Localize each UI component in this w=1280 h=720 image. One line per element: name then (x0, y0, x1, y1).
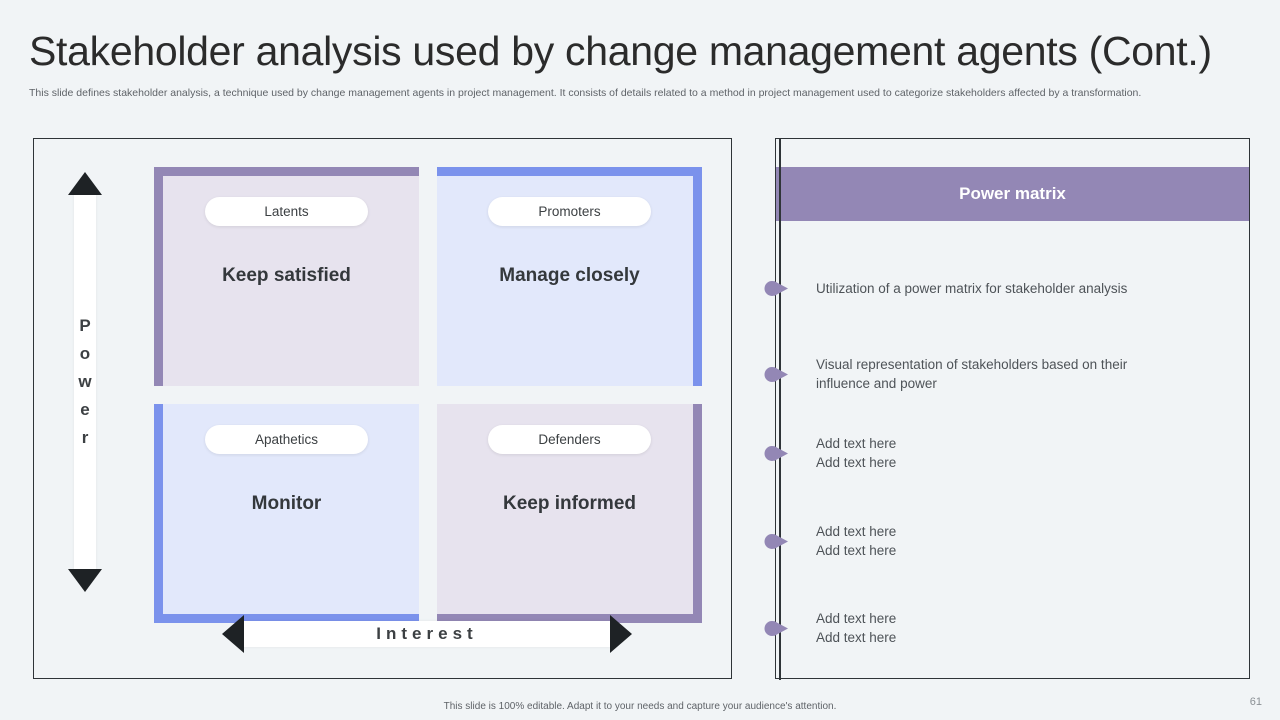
list-item-text: Visual representation of stakeholders ba… (816, 355, 1127, 393)
arrow-bullet-icon (764, 445, 790, 462)
power-axis-bar: P o w e r (74, 195, 96, 569)
arrow-right-icon (610, 615, 632, 653)
footer-note: This slide is 100% editable. Adapt it to… (443, 701, 837, 712)
list-item-line: Add text here (816, 524, 897, 539)
quadrant-promoters[interactable]: Promoters Manage closely (437, 167, 702, 386)
quadrant-latents[interactable]: Latents Keep satisfied (154, 167, 419, 386)
list-item-text: Add text here Add text here (816, 609, 896, 647)
page-subtitle: This slide defines stakeholder analysis,… (29, 87, 1142, 99)
list-item[interactable]: Visual representation of stakeholders ba… (764, 355, 1127, 393)
page-number: 61 (1249, 696, 1262, 708)
power-interest-matrix-panel: P o w e r Latents Keep satisfied Promote… (33, 138, 732, 679)
arrow-bullet-icon (764, 366, 790, 383)
arrow-left-icon (222, 615, 244, 653)
quadrant-tag: Apathetics (205, 425, 368, 454)
quadrant-tag: Promoters (488, 197, 651, 226)
arrow-bullet-icon (764, 533, 790, 550)
list-item-text: Add text here Add text here (816, 522, 896, 560)
arrow-down-icon (68, 569, 102, 592)
arrow-bullet-icon (764, 620, 790, 637)
arrow-up-icon (68, 172, 102, 195)
list-item[interactable]: Utilization of a power matrix for stakeh… (764, 279, 1127, 298)
page-title: Stakeholder analysis used by change mana… (29, 28, 1212, 74)
list-item-line: Add text here (816, 543, 897, 558)
quadrant-action: Monitor (251, 493, 322, 514)
list-item[interactable]: Add text here Add text here (764, 522, 896, 560)
bullet-list: Utilization of a power matrix for stakeh… (764, 257, 1235, 668)
power-matrix-notes-panel: Power matrix Utilization of a power matr… (764, 138, 1250, 680)
list-item-line: influence and power (816, 376, 937, 391)
list-item-line: Add text here (816, 455, 897, 470)
power-axis: P o w e r (68, 172, 102, 592)
arrow-bullet-icon (764, 280, 790, 297)
list-item-line: Visual representation of stakeholders ba… (816, 357, 1128, 372)
quadrant-tag: Defenders (488, 425, 651, 454)
quadrant-apathetics[interactable]: Apathetics Monitor (154, 404, 419, 623)
list-item-line: Add text here (816, 611, 897, 626)
power-axis-letter: w (78, 372, 92, 391)
list-item-text: Utilization of a power matrix for stakeh… (816, 279, 1127, 298)
quadrant-action: Keep satisfied (222, 265, 351, 286)
list-item[interactable]: Add text here Add text here (764, 434, 896, 472)
timeline-divider (779, 139, 781, 680)
power-axis-letter: o (79, 344, 91, 363)
list-item-line: Add text here (816, 630, 897, 645)
interest-axis-label: Interest (244, 621, 610, 647)
quadrant-tag: Latents (205, 197, 368, 226)
power-axis-letter: P (79, 316, 91, 335)
list-item-text: Add text here Add text here (816, 434, 896, 472)
list-item-line: Utilization of a power matrix for stakeh… (816, 281, 1128, 296)
power-matrix-header: Power matrix (776, 167, 1249, 221)
list-item[interactable]: Add text here Add text here (764, 609, 896, 647)
interest-axis: Interest (222, 615, 632, 653)
matrix-grid: Latents Keep satisfied Promoters Manage … (154, 167, 702, 623)
power-axis-letter: e (80, 400, 90, 419)
quadrant-action: Manage closely (499, 265, 640, 286)
power-axis-letter: r (81, 428, 89, 447)
list-item-line: Add text here (816, 436, 897, 451)
quadrant-action: Keep informed (502, 493, 637, 514)
quadrant-defenders[interactable]: Defenders Keep informed (437, 404, 702, 623)
